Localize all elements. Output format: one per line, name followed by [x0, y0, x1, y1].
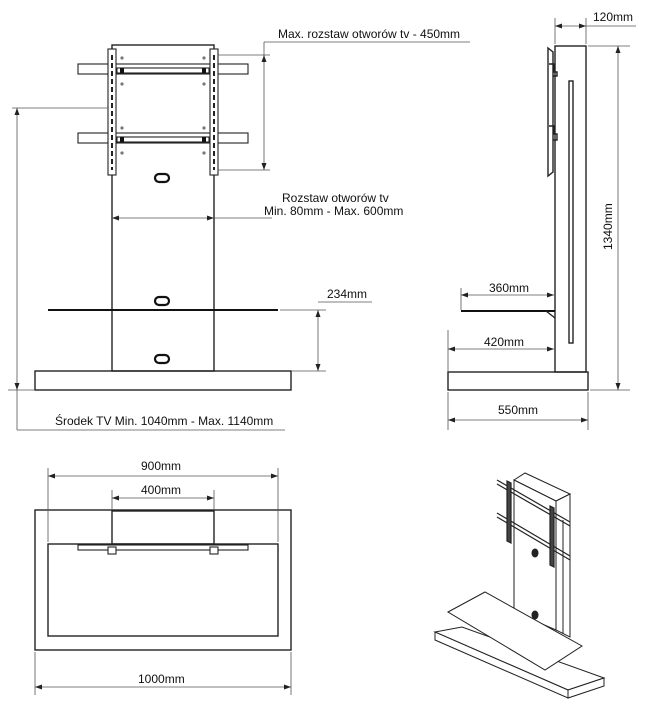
label-total-height: 1340mm — [601, 203, 615, 250]
label-tv-center: Środek TV Min. 1040mm - Max. 1140mm — [55, 413, 273, 428]
iso-bracket — [496, 479, 571, 568]
label-shelf-height: 234mm — [327, 287, 367, 301]
label-shelf-depth: 360mm — [489, 281, 529, 295]
top-base — [34, 509, 292, 651]
top-bracket-rail — [77, 544, 249, 551]
iso-grommet-lower — [531, 610, 539, 620]
label-hole-spacing-range: Min. 80mm - Max. 600mm — [264, 204, 403, 218]
cable-grommets — [153, 172, 171, 365]
dim-column-width — [111, 490, 215, 510]
side-view: 120mm 1340mm 360mm 420mm 550mm — [447, 10, 636, 430]
top-view: 900mm 400mm 1000mm — [34, 459, 292, 695]
dim-shelf-depth — [460, 288, 554, 310]
label-shelf-width: 900mm — [141, 459, 181, 473]
iso-grommet-upper — [531, 548, 539, 558]
dim-base-depth — [447, 392, 589, 430]
label-shelf-offset: 420mm — [484, 335, 524, 349]
base — [34, 370, 292, 391]
column — [111, 44, 215, 372]
iso-base — [433, 626, 606, 699]
side-slot — [568, 80, 574, 344]
side-bracket — [547, 46, 558, 178]
isometric-view — [433, 472, 606, 699]
label-column-width: 400mm — [141, 483, 181, 497]
side-base — [447, 371, 589, 391]
label-hole-spacing-title: Rozstaw otworów tv — [282, 191, 389, 205]
dim-shelf-height — [280, 301, 372, 372]
label-base-width: 1000mm — [138, 672, 185, 686]
dim-shelf-offset — [447, 330, 554, 372]
top-bracket-left — [107, 546, 117, 555]
mount-holes — [120, 56, 206, 155]
label-base-depth: 550mm — [498, 403, 538, 417]
bracket-arms — [107, 48, 219, 176]
shelf-support — [545, 310, 556, 319]
dim-tv-center — [8, 107, 285, 431]
dim-total-height — [588, 45, 630, 391]
label-column-depth: 120mm — [593, 10, 633, 24]
dim-shelf-width — [47, 468, 279, 542]
top-bracket-right — [209, 546, 219, 555]
dim-max-hole-spacing — [218, 41, 470, 171]
bracket-rails — [77, 63, 249, 144]
iso-shelf — [446, 591, 583, 671]
top-column — [111, 510, 215, 545]
top-shelf — [47, 543, 279, 637]
dim-base-width — [34, 652, 292, 695]
label-max-hole-spacing: Max. rozstaw otworów tv - 450mm — [278, 27, 460, 41]
side-column — [554, 45, 587, 373]
dim-column-depth — [554, 18, 636, 44]
front-view: Max. rozstaw otworów tv - 450mm Rozstaw … — [8, 27, 470, 431]
